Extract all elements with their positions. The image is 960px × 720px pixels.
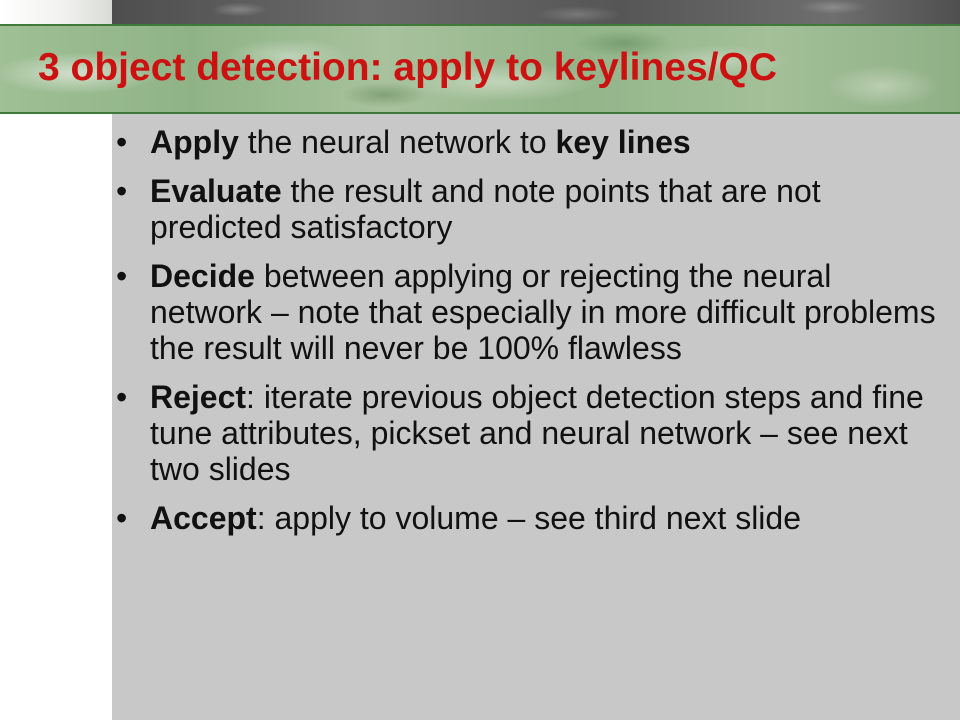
bullet-marker: • bbox=[116, 500, 128, 536]
bullet-text: the result and note points that are not … bbox=[150, 173, 821, 245]
bullet-item-evaluate: • Evaluate the result and note points th… bbox=[112, 173, 952, 245]
top-texture-band bbox=[112, 0, 960, 24]
title-band: 3 object detection: apply to keylines/QC bbox=[0, 24, 960, 114]
bullet-item-decide: • Decide between applying or rejecting t… bbox=[112, 258, 952, 366]
bullet-text: the neural network to bbox=[238, 124, 556, 160]
content-area: • Apply the neural network to key lines … bbox=[112, 114, 960, 720]
bullet-list: • Apply the neural network to key lines … bbox=[112, 124, 952, 549]
bullet-text: : apply to volume – see third next slide bbox=[256, 500, 801, 536]
left-margin-strip bbox=[0, 0, 112, 720]
bullet-marker: • bbox=[116, 258, 128, 294]
top-left-corner bbox=[0, 0, 112, 24]
bullet-text: : iterate previous object detection step… bbox=[150, 379, 924, 487]
bullet-keyword: key lines bbox=[555, 124, 691, 160]
slide-title: 3 object detection: apply to keylines/QC bbox=[38, 46, 778, 89]
bullet-text: between applying or rejecting the neural… bbox=[150, 258, 936, 366]
bullet-keyword: Accept bbox=[150, 500, 257, 536]
bullet-keyword: Reject bbox=[150, 379, 247, 415]
bullet-keyword: Apply bbox=[150, 124, 239, 160]
bullet-keyword: Decide bbox=[150, 258, 255, 294]
bullet-item-reject: • Reject: iterate previous object detect… bbox=[112, 379, 952, 487]
bullet-keyword: Evaluate bbox=[150, 173, 282, 209]
bullet-marker: • bbox=[116, 173, 128, 209]
bullet-item-accept: • Accept: apply to volume – see third ne… bbox=[112, 500, 952, 536]
bullet-marker: • bbox=[116, 379, 128, 415]
bullet-item-apply: • Apply the neural network to key lines bbox=[112, 124, 952, 160]
bullet-marker: • bbox=[116, 124, 128, 160]
